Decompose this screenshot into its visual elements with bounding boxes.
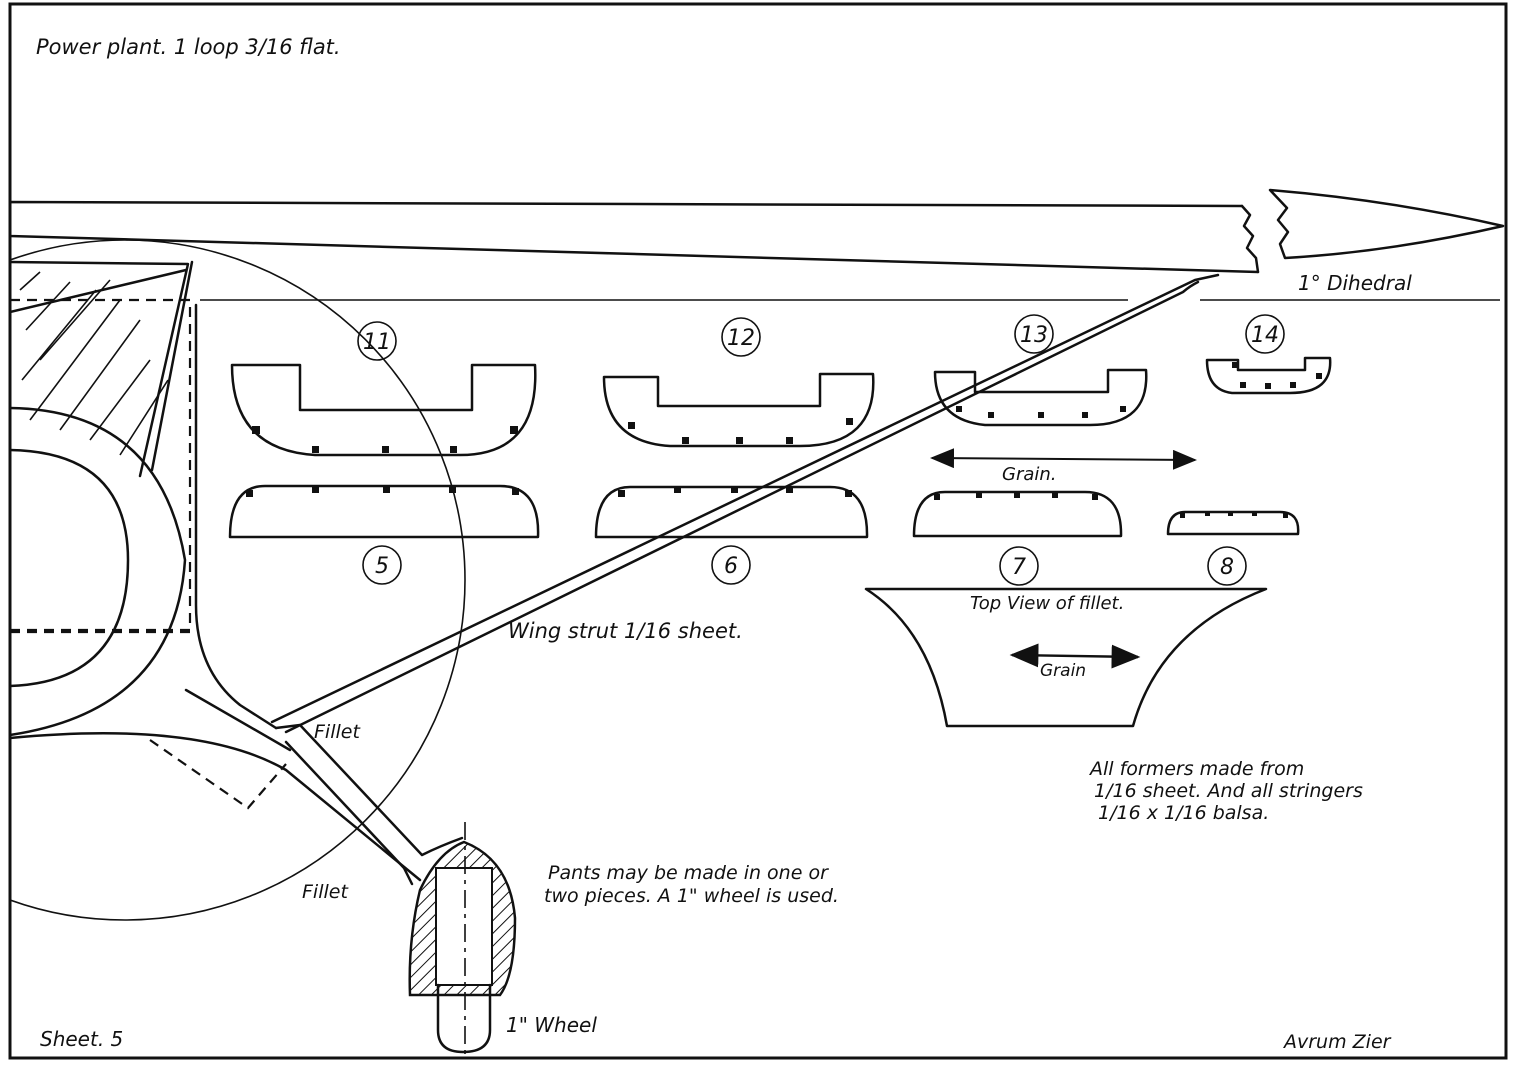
sheet-number: Sheet. 5 [40, 1027, 123, 1051]
pants-note-line2: two pieces. A 1" wheel is used. [544, 885, 839, 907]
former-13 [933, 368, 1148, 427]
landing-gear-leg [274, 723, 464, 886]
engine-cowl [10, 406, 187, 737]
window-canopy [10, 260, 194, 478]
dihedral-label: 1° Dihedral [1298, 271, 1412, 295]
pants-note-line1: Pants may be made in one or [548, 862, 829, 884]
grain-label-lower: Grain [1040, 661, 1086, 681]
formers-note-line2: 1/16 sheet. And all stringers [1094, 780, 1363, 802]
former-14 [1205, 356, 1332, 395]
author-name: Avrum Zier [1282, 1031, 1392, 1053]
power-plant-note: Power plant. 1 loop 3/16 flat. [36, 35, 341, 59]
fuselage-side [10, 298, 422, 882]
former-number-circles [357, 314, 1285, 586]
formers-note-line3: 1/16 x 1/16 balsa. [1098, 802, 1269, 824]
former-6 [594, 485, 869, 539]
former-5 [228, 484, 540, 539]
formers-note-line1: All formers made from [1088, 758, 1304, 780]
wheel-pant [408, 822, 517, 1058]
grain-arrow-lower [1009, 643, 1141, 669]
former-number-6: 6 [724, 554, 738, 579]
wheel-label: 1" Wheel [506, 1013, 597, 1037]
former-number-14: 14 [1251, 323, 1279, 348]
fillet-label-upper: Fillet [314, 721, 361, 743]
wing-outline [10, 188, 1505, 274]
former-12 [602, 372, 875, 448]
grain-arrow-upper [930, 448, 1197, 470]
former-number-5: 5 [375, 554, 389, 579]
fillet-top-view [864, 587, 1268, 728]
wing-strut-label: Wing strut 1/16 sheet. [508, 619, 743, 643]
former-number-12: 12 [727, 326, 755, 351]
fillet-label-lower: Fillet [302, 881, 349, 903]
former-7 [912, 490, 1123, 538]
former-number-7: 7 [1012, 555, 1026, 580]
former-11 [230, 363, 537, 457]
former-number-11: 11 [363, 330, 391, 355]
grain-label-upper: Grain. [1002, 464, 1057, 485]
former-8 [1166, 510, 1300, 536]
former-number-8: 8 [1220, 555, 1234, 580]
sheet-border [8, 2, 1508, 1060]
fillet-top-view-label: Top View of fillet. [970, 593, 1124, 614]
former-number-13: 13 [1020, 323, 1048, 348]
wing-strut [270, 273, 1220, 734]
